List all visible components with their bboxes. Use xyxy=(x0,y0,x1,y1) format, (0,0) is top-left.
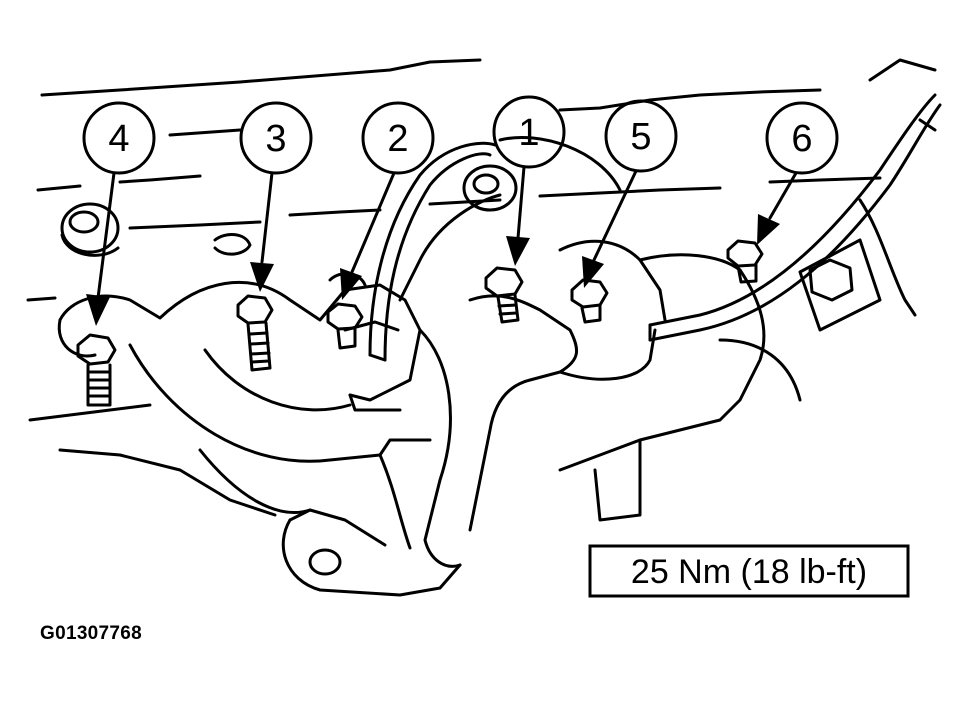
arrowhead-4 xyxy=(86,294,110,326)
arrowhead-5 xyxy=(582,256,604,288)
arrowhead-2 xyxy=(340,268,362,300)
stud-2 xyxy=(326,302,364,350)
callout-circle-2 xyxy=(361,101,435,175)
torque-spec-label: 25 Nm (18 lb-ft) xyxy=(631,553,867,591)
torque-spec-box xyxy=(588,544,910,598)
leader-line-3 xyxy=(260,171,274,264)
callout-circle-6 xyxy=(765,101,839,175)
leader-line-2 xyxy=(350,171,396,274)
callout-circle-1 xyxy=(492,95,566,169)
mounting-boss-left xyxy=(60,202,120,257)
stud-3 xyxy=(236,294,274,372)
arrowhead-1 xyxy=(506,236,530,266)
arrowhead-6 xyxy=(757,214,780,245)
stud-6 xyxy=(726,239,764,284)
stud-1 xyxy=(484,266,524,324)
callout-circle-3 xyxy=(239,101,313,175)
leader-line-6 xyxy=(768,171,798,220)
engine-block-outline xyxy=(26,58,937,422)
oxygen-sensor-tube xyxy=(368,93,942,362)
callout-circle-4 xyxy=(82,101,156,175)
callout-circle-5 xyxy=(604,99,678,173)
leader-line-1 xyxy=(516,165,526,240)
arrowhead-3 xyxy=(250,262,274,292)
callout-label-5: 5 xyxy=(630,116,651,158)
callout-label-6: 6 xyxy=(791,118,812,160)
exhaust-manifold xyxy=(57,193,802,597)
callout-label-3: 3 xyxy=(265,118,286,160)
callout-label-4: 4 xyxy=(108,118,129,160)
mounting-boss-center xyxy=(462,164,518,212)
callout-label-2: 2 xyxy=(387,118,408,160)
leader-line-5 xyxy=(592,169,638,262)
leader-line-4 xyxy=(96,171,116,300)
stud-4 xyxy=(76,333,117,407)
callout-label-1: 1 xyxy=(518,112,539,154)
stud-5 xyxy=(570,278,609,324)
hex-nut-right xyxy=(798,238,882,332)
figure-id-label: G01307768 xyxy=(40,623,143,644)
